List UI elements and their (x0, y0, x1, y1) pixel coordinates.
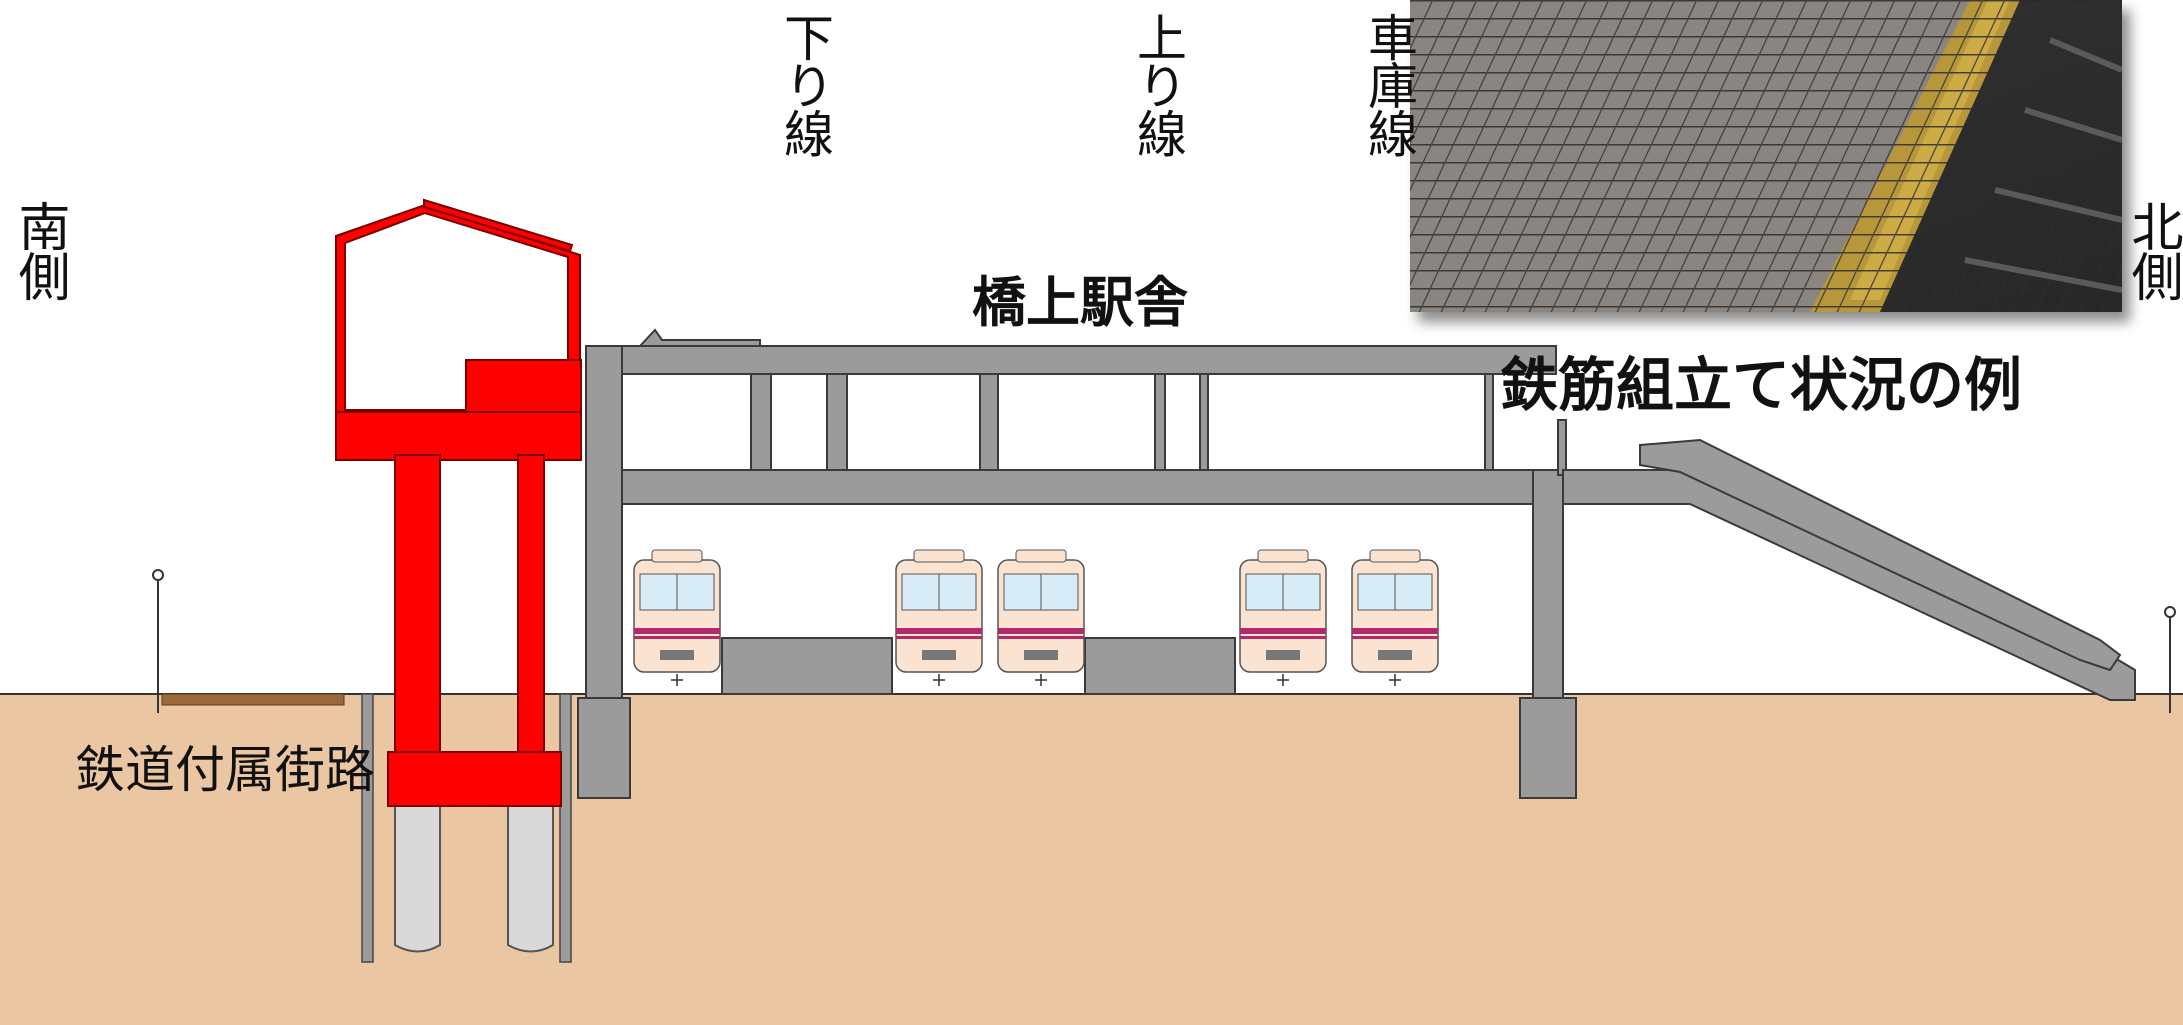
footing-north (1519, 697, 1577, 799)
north-fence-post (2164, 606, 2176, 713)
pile-right (507, 804, 554, 953)
temporary-column-left (394, 454, 441, 756)
south-side-label: 南側 (9, 200, 69, 300)
platform-2 (1084, 637, 1236, 695)
photo-caption: 鉄筋組立て状況の例 (1500, 351, 2023, 419)
train-3 (997, 549, 1085, 686)
temporary-column-right (517, 454, 545, 756)
footing-south (577, 697, 631, 799)
sheet-pile-right (559, 693, 572, 963)
train-1 (633, 549, 721, 686)
rebar-photo (1410, 0, 2122, 312)
depot-line-label: 車庫線 (1360, 12, 1418, 156)
station-floor-slab (585, 469, 1614, 505)
north-side-label: 北側 (2122, 200, 2182, 300)
elevated-station-structure (577, 328, 1614, 799)
north-stairway (1562, 469, 2136, 701)
rebar-photo-inset (1410, 0, 2122, 312)
station-roof-slab (585, 345, 1557, 375)
temporary-interior-opening (344, 211, 569, 411)
railway-road-surface (161, 693, 345, 706)
temporary-footing (387, 751, 562, 807)
south-fence-post (152, 569, 164, 713)
pile-left (394, 804, 441, 953)
south-abutment-column (585, 345, 623, 699)
escalator-housing (1639, 438, 2122, 672)
sheet-pile-left (361, 693, 374, 963)
platform-1 (721, 637, 893, 695)
train-5 (1351, 549, 1439, 686)
station-building-label: 橋上駅舎 (972, 271, 1188, 334)
train-2 (895, 549, 983, 686)
temporary-roof-cap (423, 198, 574, 253)
train-4 (1239, 549, 1327, 686)
railway-road-label: 鉄道付属街路 (75, 741, 375, 799)
up-line-label: 上り線 (1129, 12, 1187, 156)
down-line-label: 下り線 (776, 12, 834, 156)
north-column (1532, 469, 1564, 699)
